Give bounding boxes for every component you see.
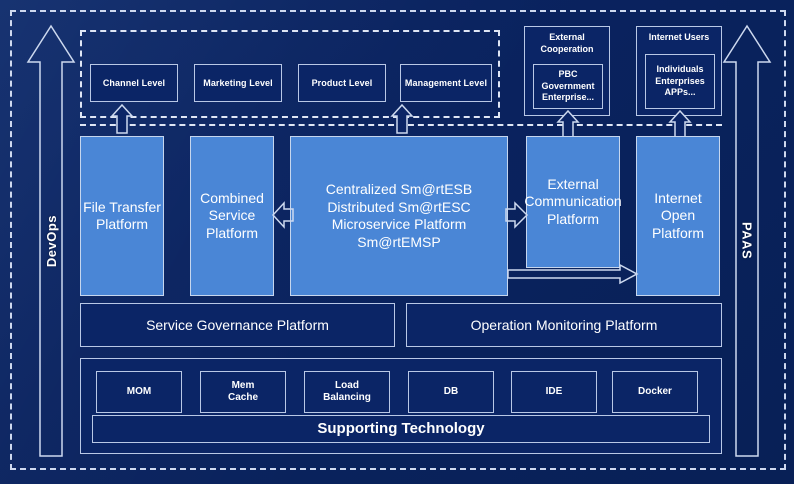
platform-box-file-transfer[interactable]: File Transfer Platform <box>80 136 164 296</box>
level-box-management[interactable]: Management Level <box>400 64 492 102</box>
support-box-ide[interactable]: IDE <box>511 371 597 413</box>
level-label: Marketing Level <box>203 77 273 88</box>
support-label-line2: Balancing <box>323 392 371 403</box>
governance-box-operation-monitoring[interactable]: Operation Monitoring Platform <box>406 303 722 347</box>
core-line-2: Distributed Sm@rtESC <box>327 198 471 215</box>
support-box-mom[interactable]: MOM <box>96 371 182 413</box>
platform-box-external-communication[interactable]: External Communication Platform <box>524 136 622 268</box>
support-box-docker[interactable]: Docker <box>612 371 698 413</box>
platform-label: Combined Service Platform <box>200 189 264 241</box>
internet-users-body: Individuals Enterprises APPs... <box>655 63 705 98</box>
governance-box-service-governance[interactable]: Service Governance Platform <box>80 303 395 347</box>
level-label: Channel Level <box>102 77 166 88</box>
level-box-marketing[interactable]: Marketing Level <box>194 64 282 102</box>
platform-label: External Communication Platform <box>524 175 622 227</box>
platform-label: File Transfer Platform <box>83 198 161 233</box>
support-label-line1: DB <box>443 386 459 398</box>
arrow-up-to-channel <box>110 103 134 134</box>
support-box-load-balancing[interactable]: Load Balancing <box>304 371 390 413</box>
platform-box-core-esb[interactable]: Centralized Sm@rtESB Distributed Sm@rtES… <box>290 136 508 296</box>
arrow-right-core-to-external-comm <box>505 201 529 229</box>
arrow-up-to-management <box>390 103 414 134</box>
level-label: Management Level <box>404 77 488 88</box>
support-label-line1: MOM <box>126 386 152 398</box>
support-label-line1: Docker <box>638 386 672 398</box>
support-box-db[interactable]: DB <box>408 371 494 413</box>
up-arrow-icon <box>26 24 76 457</box>
arrow-left-core-to-combined <box>271 201 294 229</box>
supporting-technology-banner[interactable]: Supporting Technology <box>92 415 710 443</box>
platform-box-internet-open[interactable]: Internet Open Platform <box>636 136 720 296</box>
core-line-3: Microservice Platform Sm@rtEMSP <box>331 216 467 250</box>
internet-users-body-box: Individuals Enterprises APPs... <box>645 54 715 109</box>
level-box-channel[interactable]: Channel Level <box>90 64 178 102</box>
paas-rail: PAAS <box>722 22 772 460</box>
external-cooperation-title: External Cooperation <box>540 32 594 54</box>
support-box-mem-cache[interactable]: Mem Cache <box>200 371 286 413</box>
arrow-right-core-to-internet-open <box>507 263 639 285</box>
devops-label: DevOps <box>43 214 59 268</box>
external-cooperation-body-box: PBC Government Enterprise... <box>533 64 603 109</box>
core-line-1: Centralized Sm@rtESB <box>325 181 473 197</box>
governance-label: Operation Monitoring Platform <box>470 316 658 333</box>
outer-dashed-frame <box>10 10 786 470</box>
support-label-line2: Cache <box>227 392 258 403</box>
devops-rail: DevOps <box>26 22 76 460</box>
platform-label: Internet Open Platform <box>651 189 705 241</box>
level-box-product[interactable]: Product Level <box>298 64 386 102</box>
internet-users-box[interactable]: Internet Users Individuals Enterprises A… <box>636 26 722 116</box>
support-label-line1: IDE <box>545 386 563 398</box>
paas-label: PAAS <box>739 222 755 260</box>
level-label: Product Level <box>311 77 373 88</box>
external-cooperation-box[interactable]: External Cooperation PBC Government Ente… <box>524 26 610 116</box>
internet-users-title: Internet Users <box>648 32 710 42</box>
platform-box-combined-service[interactable]: Combined Service Platform <box>190 136 274 296</box>
up-arrow-icon <box>722 24 772 457</box>
consumer-levels-group <box>80 30 500 118</box>
external-cooperation-body: PBC Government Enterprise... <box>541 68 595 103</box>
support-label-line1: Load <box>335 380 359 392</box>
support-label-line1: Mem <box>231 380 255 392</box>
governance-label: Service Governance Platform <box>146 316 329 333</box>
supporting-technology-label: Supporting Technology <box>317 420 485 438</box>
